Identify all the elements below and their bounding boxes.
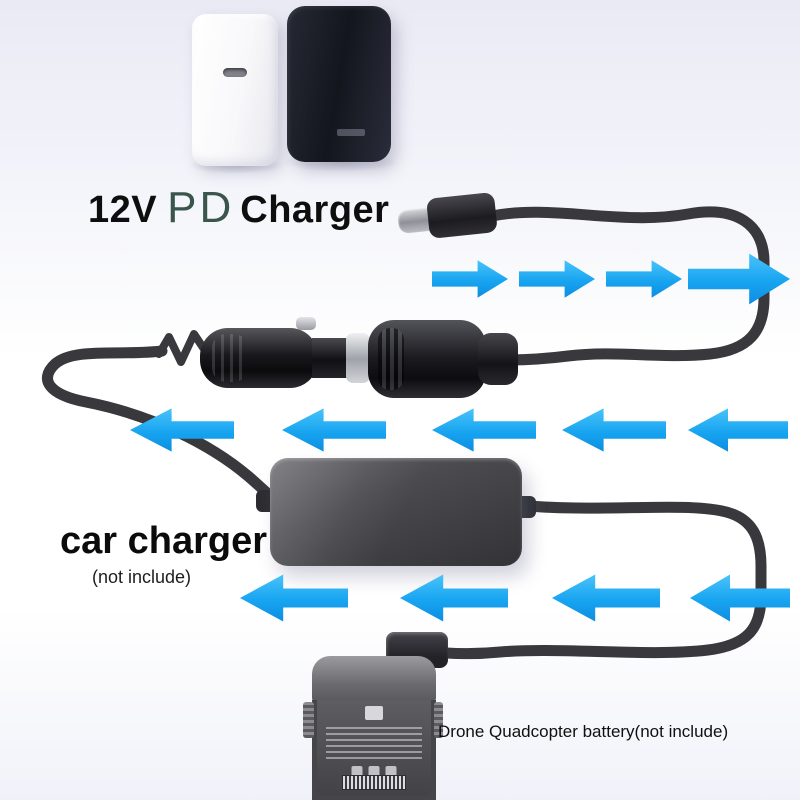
- plug-strain-relief: [155, 330, 210, 366]
- battery-brand-logo: [365, 706, 383, 720]
- socket-rear-cap: [478, 333, 518, 385]
- car-charger-label: car charger: [60, 520, 268, 562]
- plug-metal-collar: [346, 333, 370, 383]
- usb-c-to-socket-cable: [486, 206, 770, 366]
- battery-spec-label: [317, 700, 431, 796]
- cigarette-lighter-socket: [368, 320, 486, 398]
- battery-caption: Drone Quadcopter battery(not include): [438, 722, 729, 741]
- headline-prefix: 12V: [88, 189, 158, 231]
- power-bank-logo: [337, 129, 365, 136]
- power-bank: [287, 6, 391, 162]
- usb-c-connector-body: [426, 191, 498, 239]
- plug-contact-spring: [296, 317, 316, 330]
- pd-wall-charger: [192, 14, 278, 166]
- car-cigarette-plug: [200, 328, 318, 388]
- plug-neck: [312, 338, 352, 378]
- headline-suffix: Charger: [240, 189, 390, 231]
- battery-certification-marks: [351, 766, 397, 777]
- car-charger-converter-box: [270, 458, 522, 566]
- headline-pd: PD: [167, 183, 235, 232]
- plug-to-converter-cable: [42, 345, 282, 506]
- converter-to-battery-cable: [440, 499, 767, 660]
- battery-release-clip-right: [434, 702, 443, 738]
- drone-battery-top: [312, 656, 436, 702]
- battery-barcode: [342, 775, 406, 790]
- car-charger-note: (not include): [92, 567, 192, 587]
- usb-c-port: [223, 68, 247, 77]
- battery-release-clip-left: [303, 702, 314, 738]
- battery-label-text-lines: [326, 727, 422, 761]
